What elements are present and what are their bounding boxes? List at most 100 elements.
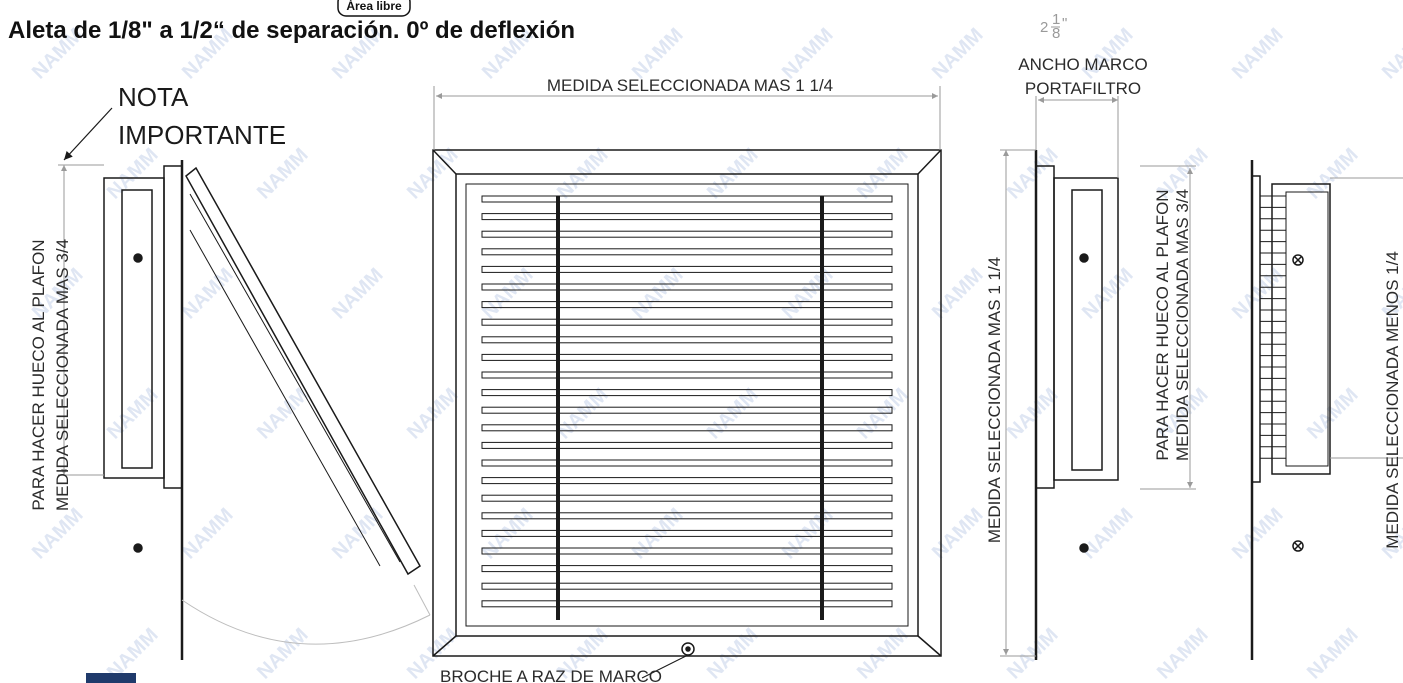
louver-blade — [481, 371, 893, 379]
louver-blade — [481, 389, 893, 397]
left-flange — [163, 165, 183, 489]
support-bar-left — [556, 196, 560, 620]
louver-blade — [481, 512, 893, 520]
watermark-text: NAMM — [178, 264, 238, 324]
importante-label: IMPORTANTE — [118, 120, 286, 150]
frame-dim-den: 8 — [1052, 25, 1060, 42]
right-vertical-label-2: PARA HACER HUECO AL PLAFON — [1153, 189, 1172, 460]
section-view-blades — [1250, 160, 1331, 660]
watermark-text: NAMM — [928, 264, 988, 324]
outer-frame — [432, 149, 942, 657]
section-blade-stack — [1260, 195, 1286, 459]
watermark-text: NAMM — [1228, 504, 1288, 564]
louver-blade — [481, 353, 893, 361]
inner-frame — [455, 173, 919, 637]
louver-blade — [481, 230, 893, 238]
page-title: Aleta de 1/8" a 1/2“ de separación. 0º d… — [8, 17, 575, 44]
louver-blade — [481, 248, 893, 256]
louver-blade — [481, 213, 893, 221]
watermark-text: NAMM — [853, 624, 913, 683]
right-vertical-label-1: MEDIDA SELECCIONADA MAS 1 1/4 — [985, 257, 1004, 543]
louver-blade — [481, 477, 893, 485]
left-vertical-label-1: PARA HACER HUECO AL PLAFON — [29, 239, 48, 510]
watermark-text: NAMM — [778, 264, 838, 324]
side-view-open — [103, 160, 431, 660]
watermark-text: NAMM — [703, 624, 763, 683]
left-vertical-label-2: MEDIDA SELECCIONADA MAS 3/4 — [53, 239, 72, 511]
watermark-text: NAMM — [628, 264, 688, 324]
open-door-panel — [185, 166, 421, 576]
far-right-vertical-label: MEDIDA SELECCIONADA MENOS 1/4 — [1383, 251, 1402, 549]
watermark-text: NAMM — [1378, 24, 1403, 84]
watermark-text: NAMM — [1078, 24, 1138, 84]
watermark-text: NAMM — [103, 384, 163, 444]
right-vertical-label-3: MEDIDA SELECCIONADA MAS 3/4 — [1173, 189, 1192, 461]
watermark-text: NAMM — [1153, 624, 1213, 683]
watermark-text: NAMM — [103, 144, 163, 204]
rivet-top — [133, 253, 143, 263]
front-view-grille — [432, 149, 942, 657]
frame-dim-unit: " — [1062, 15, 1067, 32]
watermark-text: NAMM — [178, 504, 238, 564]
watermark-text: NAMM — [1303, 384, 1363, 444]
watermark-text: NAMM — [1303, 144, 1363, 204]
watermark-text: NAMM — [253, 624, 313, 683]
far-right-dimension: MEDIDA SELECCIONADA MENOS 1/4 — [1330, 177, 1403, 549]
door-swing-arc — [181, 599, 431, 645]
watermark-text: NAMM — [553, 384, 613, 444]
frame-width-dimension: 2 1 8 " ANCHO MARCO PORTAFILTRO — [1018, 11, 1148, 178]
watermark-text: NAMM — [1078, 504, 1138, 564]
left-height-dimension: PARA HACER HUECO AL PLAFON MEDIDA SELECC… — [29, 164, 104, 511]
side-view-filter-frame — [1034, 150, 1119, 660]
watermark-text: NAMM — [778, 24, 838, 84]
louver-blade — [481, 318, 893, 326]
frame-width-label-2: PORTAFILTRO — [1025, 79, 1141, 98]
watermark-text: NAMM — [1003, 624, 1063, 683]
louver-blade — [481, 494, 893, 502]
watermark-text: NAMM — [253, 144, 313, 204]
watermark-text: NAMM — [928, 24, 988, 84]
bottom-clip-callout: BROCHE A RAZ DE MARCO — [440, 654, 689, 683]
louver-blade — [481, 195, 893, 203]
area-libre-badge — [337, 0, 411, 17]
louver-blade — [481, 336, 893, 344]
watermark-text: NAMM — [1228, 24, 1288, 84]
frame-dim-whole: 2 — [1040, 19, 1048, 36]
watermark-text: NAMM — [853, 384, 913, 444]
area-libre-badge-text: Área libre — [346, 0, 402, 13]
top-width-dimension: MEDIDA SELECCIONADA MAS 1 1/4 — [433, 76, 941, 150]
louver-blade — [481, 441, 893, 449]
louver-blade — [481, 459, 893, 467]
louver-blade — [481, 582, 893, 590]
watermark-text: NAMM — [1228, 264, 1288, 324]
bottom-clip-label: BROCHE A RAZ DE MARCO — [440, 667, 662, 683]
watermark-text: NAMM — [628, 24, 688, 84]
watermark-text: NAMM — [1303, 624, 1363, 683]
watermark-text: NAMM — [478, 264, 538, 324]
watermark-text: NAMM — [328, 504, 388, 564]
right-height-dimensions: MEDIDA SELECCIONADA MAS 1 1/4 PARA HACER… — [985, 149, 1196, 657]
left-frame-inner — [121, 189, 153, 469]
louver-blade — [481, 406, 893, 414]
support-bar-right — [820, 196, 824, 620]
louver-blade — [481, 565, 893, 573]
rivet-bottom — [133, 543, 143, 553]
title-block: Área libre Aleta de 1/8" a 1/2“ de separ… — [8, 0, 575, 44]
louver-blades — [481, 195, 893, 608]
frame-dim-num: 1 — [1052, 11, 1060, 28]
louver-blade — [481, 424, 893, 432]
louver-blade — [481, 301, 893, 309]
louver-blade — [481, 283, 893, 291]
watermark-text: NAMM — [28, 504, 88, 564]
louver-blade — [481, 600, 893, 608]
watermark-text: NAMM — [1078, 264, 1138, 324]
frame-width-label-1: ANCHO MARCO — [1018, 55, 1147, 74]
watermark-text: NAMM — [328, 264, 388, 324]
top-width-label: MEDIDA SELECCIONADA MAS 1 1/4 — [547, 76, 833, 95]
watermark-text: NAMM — [703, 384, 763, 444]
louver-blade — [481, 265, 893, 273]
accent-block — [86, 673, 136, 683]
nota-label: NOTA — [118, 82, 189, 112]
watermark-text: NAMM — [928, 504, 988, 564]
